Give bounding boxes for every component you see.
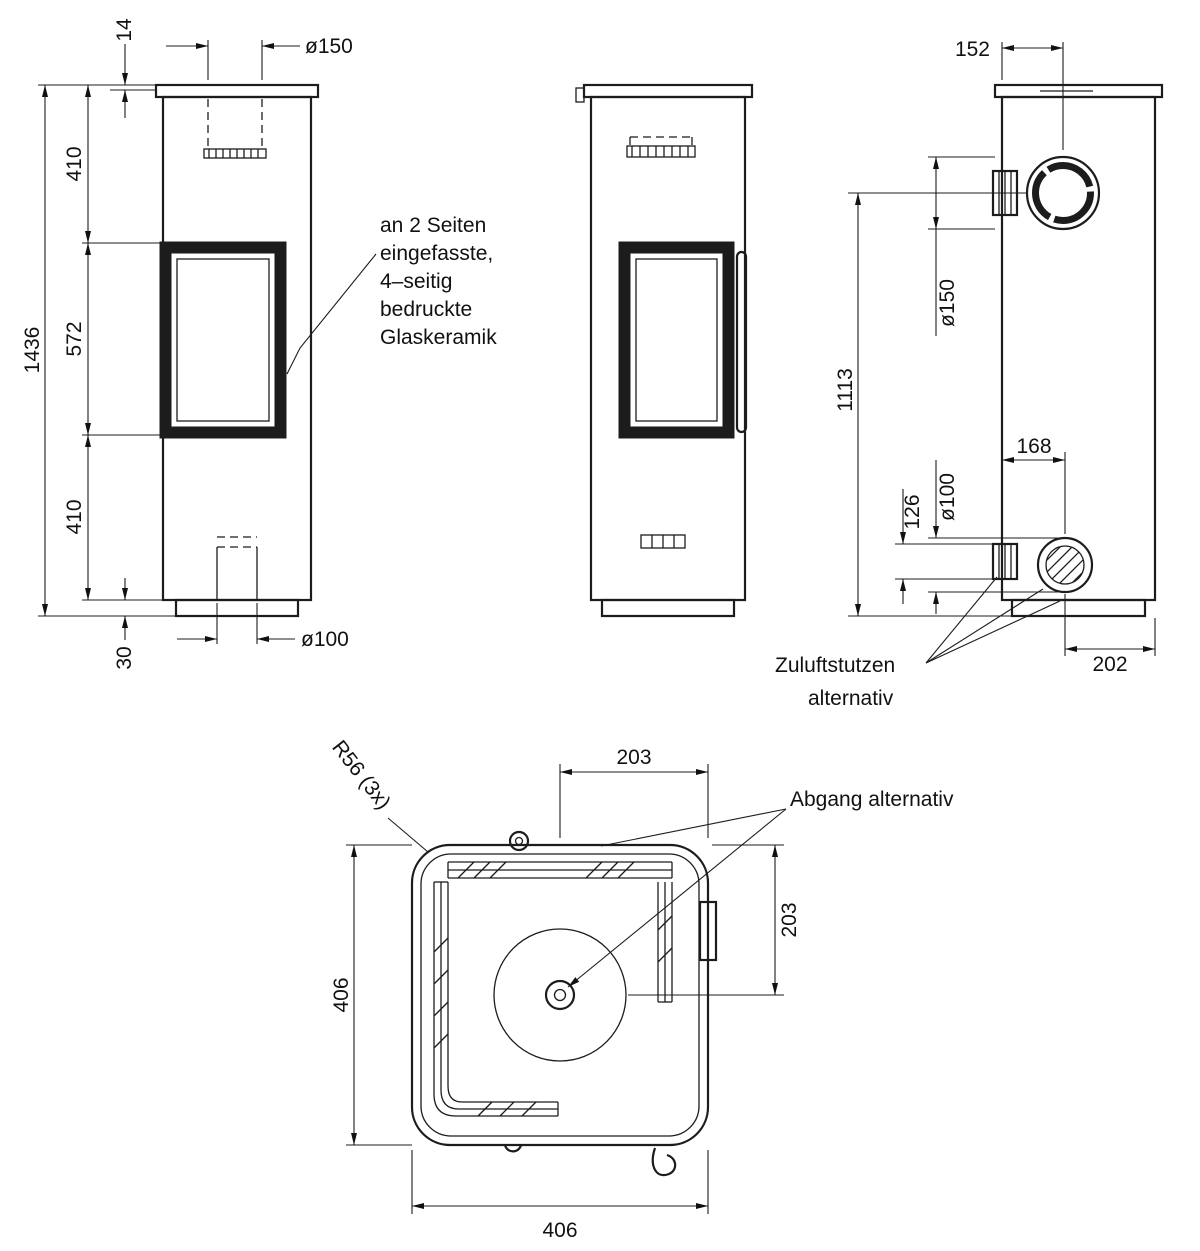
dim-label-half-width-203: 203 [616,746,651,769]
dim-label-flue-height-1113: 1113 [834,368,857,412]
air-inlet-note-line1: Zuluftstutzen [775,654,895,677]
top-bottom-latch [503,1144,523,1153]
side-flue-collar [626,145,696,158]
front-window-glass [176,258,270,422]
front-top-plate [154,83,320,99]
side-door-handle [735,250,748,434]
dim-label-inlet-offset-168: 168 [1016,435,1051,458]
front-view [154,83,320,618]
dim-label-half-depth-203: 203 [778,902,801,937]
dim-label-window-572: 572 [63,321,86,356]
glass-note-line5: Glaskeramik [380,326,497,349]
glass-note-line3: 4–seitig [380,270,452,293]
dim-label-lower-410: 410 [63,499,86,534]
flue-outlet-note: Abgang alternativ [790,788,954,811]
glass-annotation: an 2 Seiten eingefasste, 4–seitig bedruc… [286,214,497,375]
rear-view [991,83,1164,618]
dim-label-inlet-dia-front: ø100 [301,628,349,651]
top-view [410,830,718,1177]
front-window-outline [159,241,287,439]
front-window-frame [162,244,284,436]
rear-dimensions: 152 ø150 1113 126 ø100 168 202 Zuluftstu… [775,38,1156,710]
side-top-plate [582,83,754,99]
top-flue-center [544,979,576,1011]
dim-label-total-height: 1436 [21,327,44,374]
glass-note-line4: bedruckte [380,298,472,321]
top-flue-circle [493,928,627,1062]
front-body-outline [161,95,313,602]
dim-label-top-gap: 14 [113,18,136,42]
glass-note-line2: eingefasste, [380,242,493,265]
side-door-glass [635,258,718,422]
top-damper-knob [508,830,530,852]
front-flue-collar [203,148,267,159]
side-base-plinth [600,598,736,618]
rear-air-inlet-circle [1036,536,1094,594]
dim-label-corner-radius: R56 (3x) [327,736,395,814]
side-door-frame [621,244,732,436]
glass-note-line1: an 2 Seiten [380,214,486,237]
dim-label-flue-offset-152: 152 [955,38,990,61]
dim-label-width-406: 406 [542,1219,577,1242]
dim-label-inlet-dia-rear: ø100 [936,473,959,521]
dim-label-flue-dia-front: ø150 [305,35,353,58]
dim-label-offset-202: 202 [1092,653,1127,676]
dim-label-base-30: 30 [113,646,136,669]
side-view [575,83,754,618]
top-door-handle [698,900,718,962]
dim-label-upper-410: 410 [63,146,86,181]
dim-label-inlet-height-126: 126 [901,494,924,529]
dim-label-depth-406: 406 [330,977,353,1012]
side-body-outline [589,95,747,602]
dim-label-flue-dia-rear: ø150 [936,279,959,327]
front-dimensions: 14 ø150 410 572 410 1436 30 ø100 [21,18,353,670]
top-foot [651,1147,677,1177]
side-door-outline [618,241,735,439]
front-base-plinth [174,598,300,618]
air-inlet-note-line2: alternativ [808,687,894,710]
